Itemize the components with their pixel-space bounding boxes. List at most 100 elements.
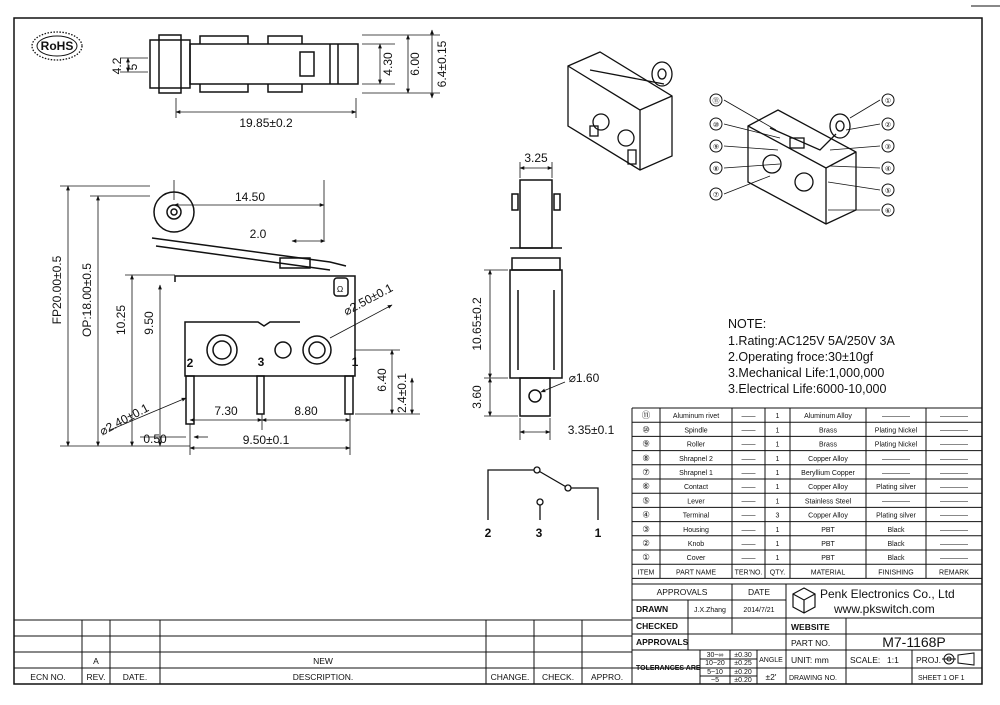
dim-side-hole: ⌀1.60 (569, 371, 600, 385)
bom-row-rem: ———— (940, 427, 968, 434)
bom-row-ter: —— (742, 413, 756, 420)
dim-0-50: 0.50 (143, 432, 167, 446)
top-view (149, 34, 359, 94)
scale-value: 1:1 (887, 655, 899, 665)
bom-header-qty: QTY. (770, 569, 785, 576)
bom-row-no: ② (642, 538, 650, 548)
scale-label: SCALE: (850, 655, 880, 665)
tol-value-2: ±0.25 (734, 660, 752, 667)
bom-row-ter: —— (742, 456, 756, 463)
bom-row-ter: —— (742, 427, 756, 434)
bom-row-part: Terminal (683, 513, 710, 520)
bom-row-part: Shrapnel 2 (679, 456, 713, 463)
bom-row-mat: Beryllium Copper (801, 470, 855, 477)
top-view-dims (120, 29, 440, 118)
bom-row-ter: —— (742, 470, 756, 477)
tolerances-label: TOLERANCES ARE (636, 665, 701, 672)
dim-top-width: 19.85±0.2 (239, 116, 293, 130)
tol-range-3: 5~10 (707, 669, 723, 676)
bom-row-part: Contact (684, 484, 708, 491)
schematic-terminal-2: 2 (485, 526, 492, 540)
drawn-date: 2014/7/21 (743, 607, 774, 614)
notes: NOTE: 1.Rating:AC125V 5A/250V 3A 2.Opera… (728, 317, 895, 396)
bom-row-rem: ———— (940, 442, 968, 449)
approvals-heading: APPROVALS (657, 587, 708, 597)
dim-top-left2: 5 (126, 63, 140, 70)
bom-row-no: ⑩ (642, 424, 650, 434)
tol-range-4: ~5 (711, 677, 719, 684)
tol-range-1: 30~∞ (707, 652, 724, 659)
change-header: CHANGE. (491, 672, 530, 682)
bom-row-qty: 3 (776, 513, 780, 520)
dim-hole-diameter: ⌀2.50±0.1 (341, 280, 395, 318)
date-heading: DATE (748, 587, 770, 597)
bom-row-rem: ———— (940, 484, 968, 491)
side-view-dims (484, 162, 566, 440)
bom-row-qty: 1 (776, 427, 780, 434)
schematic-terminal-1: 1 (595, 526, 602, 540)
terminal-2-label: 2 (187, 356, 194, 370)
note-line-3: 3.Mechanical Life:1,000,000 (728, 366, 884, 380)
dim-9-50: 9.50 (142, 311, 156, 335)
bom-row-no: ⑧ (642, 453, 650, 463)
bom-row-qty: 1 (776, 527, 780, 534)
bom-row-mat: Brass (819, 442, 837, 449)
part-no-label: PART NO. (791, 638, 830, 648)
bom-row-rem: ———— (940, 513, 968, 520)
angle-label: ANGLE (759, 657, 783, 664)
bom-row-qty: 1 (776, 498, 780, 505)
title-block: APPROVALS DATE DRAWN J.X.Zhang 2014/7/21… (636, 587, 975, 684)
dim-lever-offset: 2.0 (250, 227, 267, 241)
bom-header-mat: MATERIAL (811, 569, 846, 576)
bom-row-part: Cover (687, 555, 706, 562)
company-logo-icon (792, 587, 816, 614)
rev-header: REV. (86, 672, 105, 682)
note-line-2: 2.Operating froce:30±10gf (728, 350, 874, 364)
callout-11: ⑪ (713, 97, 720, 105)
exploded-view (747, 109, 857, 225)
drawn-by: J.X.Zhang (694, 607, 726, 614)
revision-block-grid (13, 619, 633, 685)
dim-side-3-60: 3.60 (470, 385, 484, 409)
sheet-label: SHEET 1 OF 1 (918, 675, 965, 682)
dim-9-50-bottom: 9.50±0.1 (243, 433, 290, 447)
bom-row-ter: —— (742, 513, 756, 520)
approvals-label: APPROVALS (636, 637, 689, 647)
bom-row-no: ⑥ (642, 481, 650, 491)
bom-row-qty: 1 (776, 470, 780, 477)
terminal-3-label: 3 (258, 355, 265, 369)
check-header: CHECK. (542, 672, 574, 682)
bom-row-qty: 1 (776, 442, 780, 449)
dim-operating-position: OP:18.00±0.5 (80, 263, 94, 337)
callout-5: ⑤ (885, 187, 891, 195)
callout-leaders (723, 99, 881, 211)
dim-side-height: 10.65±0.2 (470, 297, 484, 351)
bom-row-ter: —— (742, 555, 756, 562)
dim-side-width: 3.25 (524, 151, 548, 165)
bom-row-qty: 1 (776, 456, 780, 463)
note-line-1: 1.Rating:AC125V 5A/250V 3A (728, 334, 895, 348)
note-title: NOTE: (728, 317, 766, 331)
callout-9: ⑨ (713, 143, 719, 151)
bom-table-grid (631, 407, 983, 584)
bom-row-part: Roller (687, 442, 706, 449)
checked-label: CHECKED (636, 621, 678, 631)
dim-top-h1: 4.30 (381, 52, 395, 76)
appro-header: APPRO. (591, 672, 623, 682)
callout-6: ⑥ (885, 207, 891, 215)
dim-7-30: 7.30 (214, 404, 238, 418)
bom-row-no: ⑨ (642, 439, 650, 449)
revision-a: A (93, 656, 99, 666)
bom-row-qty: 1 (776, 413, 780, 420)
projection-label: PROJ. (916, 655, 941, 665)
callout-3: ③ (885, 143, 891, 151)
bom-row-no: ① (642, 552, 650, 562)
bom-row-mat: Stainless Steel (805, 498, 852, 505)
bom-header-ter: TER'NO. (735, 569, 763, 576)
bom-row-rem: ———— (940, 555, 968, 562)
bom-row-fin: Plating silver (876, 513, 916, 520)
bom-row-qty: 1 (776, 484, 780, 491)
bom-row-fin: Black (887, 555, 905, 562)
